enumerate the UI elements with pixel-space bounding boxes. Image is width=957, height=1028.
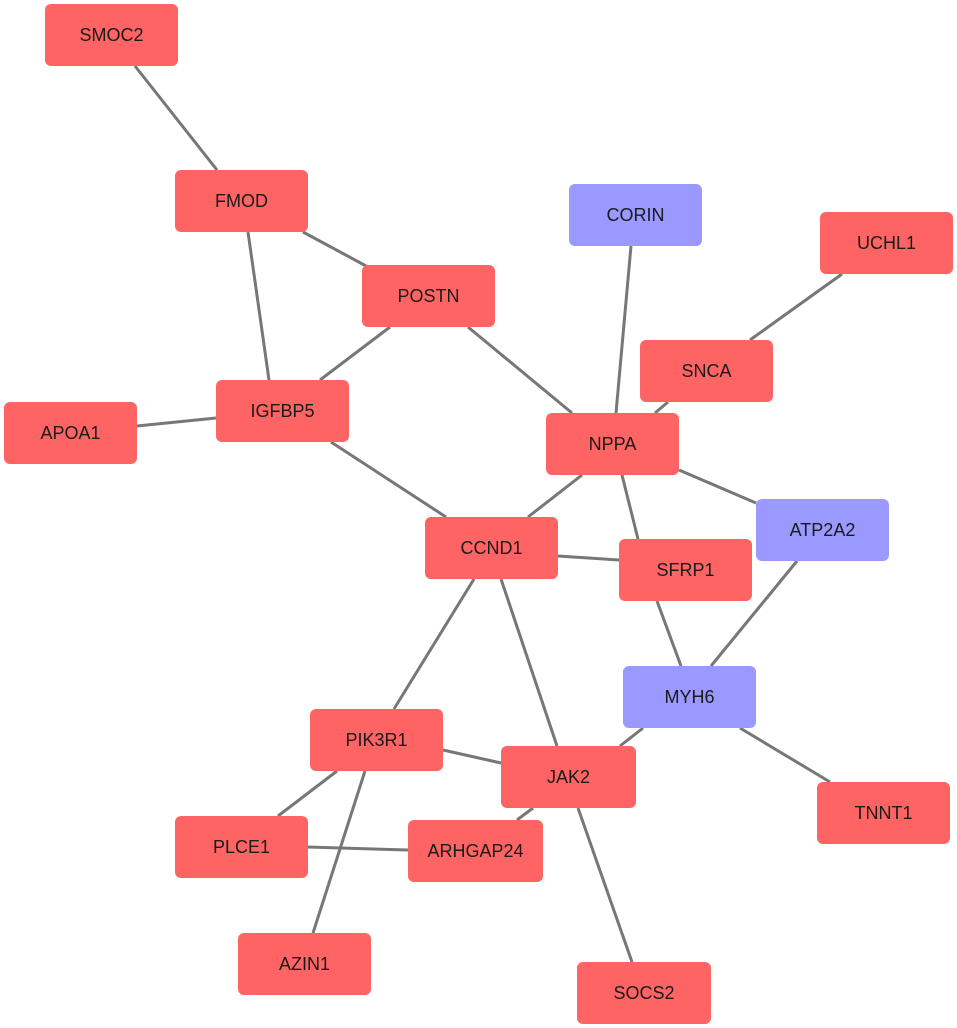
edge-ccnd1-jak2 — [499, 578, 559, 747]
node-sfrp1[interactable]: SFRP1 — [619, 539, 752, 601]
node-label: PLCE1 — [212, 836, 271, 857]
node-label: MYH6 — [664, 686, 715, 707]
edge-postn-igfbp5 — [319, 325, 391, 382]
edge-nppa-ccnd1 — [527, 473, 583, 519]
edge-nppa-atp2a2 — [678, 468, 757, 505]
node-uchl1[interactable]: UCHL1 — [820, 212, 953, 274]
edge-fmod-igfbp5 — [246, 231, 271, 381]
edge-fmod-postn — [302, 230, 369, 269]
node-label: JAK2 — [546, 766, 591, 787]
node-label: PIK3R1 — [345, 729, 408, 750]
edge-ccnd1-pik3r1 — [392, 578, 476, 710]
edge-postn-nppa — [467, 325, 573, 415]
node-jak2[interactable]: JAK2 — [501, 746, 636, 808]
edge-smoc2-fmod — [133, 65, 219, 171]
edge-corin-nppa — [614, 245, 633, 414]
node-azin1[interactable]: AZIN1 — [238, 933, 371, 995]
edge-uchl1-snca — [749, 272, 843, 342]
edge-pik3r1-azin1 — [311, 770, 367, 934]
node-label: SFRP1 — [656, 559, 715, 580]
node-label: SNCA — [681, 360, 732, 381]
node-label: ATP2A2 — [789, 519, 856, 540]
node-smoc2[interactable]: SMOC2 — [45, 4, 178, 66]
node-plce1[interactable]: PLCE1 — [175, 816, 308, 878]
node-label: SMOC2 — [79, 24, 144, 45]
edge-atp2a2-myh6 — [709, 560, 799, 667]
node-label: AZIN1 — [278, 953, 330, 974]
node-label: CCND1 — [460, 537, 523, 558]
node-tnnt1[interactable]: TNNT1 — [817, 782, 950, 844]
node-nppa[interactable]: NPPA — [546, 413, 679, 475]
node-pik3r1[interactable]: PIK3R1 — [310, 709, 443, 771]
node-label: SOCS2 — [613, 982, 675, 1003]
node-label: APOA1 — [40, 422, 101, 443]
node-label: FMOD — [215, 190, 268, 211]
node-igfbp5[interactable]: IGFBP5 — [216, 380, 349, 442]
edge-nppa-sfrp1 — [620, 474, 640, 540]
node-myh6[interactable]: MYH6 — [623, 666, 756, 728]
node-apoa1[interactable]: APOA1 — [4, 402, 137, 464]
node-label: ARHGAP24 — [427, 840, 524, 861]
node-arhgap24[interactable]: ARHGAP24 — [408, 820, 543, 882]
node-snca[interactable]: SNCA — [640, 340, 773, 402]
node-ccnd1[interactable]: CCND1 — [425, 517, 558, 579]
edge-jak2-socs2 — [576, 807, 634, 963]
node-fmod[interactable]: FMOD — [175, 170, 308, 232]
node-label: POSTN — [397, 285, 460, 306]
edge-apoa1-igfbp5 — [136, 416, 217, 428]
edge-myh6-tnnt1 — [739, 726, 831, 784]
node-label: TNNT1 — [854, 802, 913, 823]
edge-arhgap24-jak2 — [516, 806, 534, 822]
edge-ccnd1-sfrp1 — [557, 554, 620, 562]
edge-igfbp5-ccnd1 — [330, 440, 447, 519]
edge-plce1-arhgap24 — [307, 845, 409, 852]
node-postn[interactable]: POSTN — [362, 265, 495, 327]
edge-sfrp1-myh6 — [655, 600, 683, 667]
edge-pik3r1-plce1 — [277, 769, 338, 818]
edge-snca-nppa — [654, 400, 669, 415]
node-socs2[interactable]: SOCS2 — [577, 962, 711, 1024]
node-atp2a2[interactable]: ATP2A2 — [756, 499, 889, 561]
node-label: IGFBP5 — [250, 400, 315, 421]
node-label: CORIN — [606, 204, 665, 225]
node-corin[interactable]: CORIN — [569, 184, 702, 246]
node-label: UCHL1 — [856, 232, 917, 253]
node-label: NPPA — [588, 433, 637, 454]
edge-pik3r1-jak2 — [442, 748, 502, 765]
edge-myh6-jak2 — [619, 726, 644, 748]
